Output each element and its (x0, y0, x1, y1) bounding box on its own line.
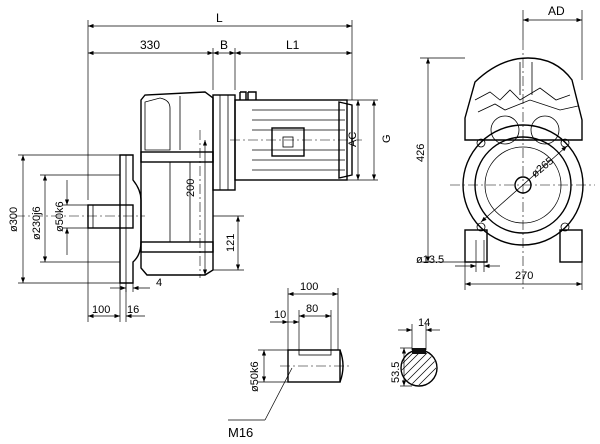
dim-l: L (216, 11, 223, 25)
detail-dim-100: 100 (300, 281, 318, 293)
dim-flange-dia: ø300 (8, 207, 20, 232)
housing-rib (140, 151, 214, 163)
gear-housing (140, 91, 214, 276)
dim-ac: AC (347, 132, 359, 147)
dim-g: G (381, 134, 393, 143)
dim-121: 121 (225, 234, 237, 252)
dim-330: 330 (140, 38, 160, 52)
end-housing-top (464, 57, 583, 141)
side-view: L 330 B L1 AC G 200 121 ø300 ø230 (8, 11, 393, 322)
housing-rib-lower (140, 241, 214, 253)
dim-bolt-hole: ø13.5 (416, 254, 444, 266)
dim-270: 270 (515, 270, 533, 282)
key-section-circle (400, 349, 438, 387)
dim-4: 4 (156, 277, 162, 289)
dim-spigot-dia: ø230j6 (31, 206, 43, 240)
dim-shaft-dia: ø50k6 (54, 201, 66, 232)
dim-100: 100 (92, 304, 110, 316)
key-width: 14 (418, 317, 430, 329)
motor-fan-cover (338, 101, 353, 179)
motor-adapter (212, 94, 236, 191)
output-flange (119, 154, 142, 284)
dim-16: 16 (127, 304, 139, 316)
center-thread: M16 (228, 425, 253, 440)
terminal-box (271, 127, 305, 157)
dim-ad: AD (548, 4, 565, 18)
dim-200: 200 (185, 179, 197, 197)
detail-dim-10: 10 (274, 309, 286, 321)
detail-dim-80: 80 (306, 303, 318, 315)
key-section: 14 53.5 (390, 317, 440, 387)
end-view: ø265 AD 426 ø13.5 270 (415, 4, 595, 290)
dim-b: B (220, 38, 228, 52)
dim-426: 426 (415, 144, 427, 162)
dim-l1: L1 (286, 38, 300, 52)
end-foot-right (559, 229, 583, 263)
key-depth: 53.5 (390, 362, 402, 383)
output-shaft (87, 204, 134, 229)
shaft-detail: 100 80 10 ø50k6 M16 (228, 281, 352, 440)
detail-dim-shaft-dia: ø50k6 (249, 361, 261, 392)
